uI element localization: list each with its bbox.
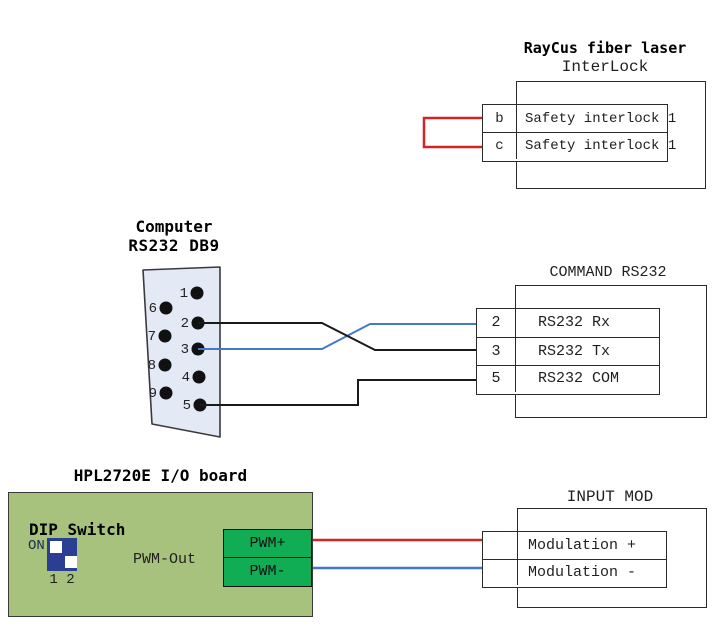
interlock-table: b Safety interlock 1 c Safety interlock …: [482, 104, 676, 162]
io-board-title: HPL2720E I/O board: [73, 466, 248, 485]
rs232-tx-label: RS232 Tx: [538, 342, 611, 360]
interlock-pin-b: b: [483, 105, 517, 133]
modulation-minus-pin: [483, 559, 518, 586]
interlock-row-b: b Safety interlock 1: [483, 105, 676, 133]
db9-pin-7: [158, 329, 172, 343]
interlock-row-c: c Safety interlock 1: [483, 132, 676, 160]
command-rs232-label: COMMAND RS232: [549, 264, 667, 281]
db9-pin-label-3: 3: [181, 342, 189, 358]
modulation-plus-row: Modulation +: [483, 532, 666, 559]
db9-connector-body: [142, 266, 221, 438]
db9-pin-label-5: 5: [183, 398, 191, 414]
rs232-tx-pin: 3: [477, 337, 516, 365]
db9-pin-6: [159, 301, 173, 315]
modulation-minus-label: Modulation -: [528, 564, 637, 582]
db9-pin-4: [192, 370, 206, 384]
pwm-plus-terminal: PWM+: [249, 535, 286, 553]
dip-on-label: ON: [28, 538, 45, 554]
rs232-rx-pin: 2: [477, 309, 516, 337]
rs232-rx-wire: [198, 323, 477, 350]
modulation-minus-row: Modulation -: [483, 558, 666, 586]
computer-port-title: RS232 DB9: [128, 236, 220, 255]
interlock-row-c-label: Safety interlock 1: [525, 138, 677, 155]
db9-pin-2: [191, 316, 205, 330]
rs232-com-row: 5 RS232 COM: [477, 364, 659, 393]
db9-pin-3: [191, 342, 205, 356]
dip-switch: [47, 538, 77, 571]
interlock-row-b-label: Safety interlock 1: [525, 110, 677, 127]
dip-toggle-1: [50, 541, 62, 553]
db9-pin-label-9: 9: [149, 386, 157, 402]
rs232-tx-row: 3 RS232 Tx: [477, 336, 659, 365]
input-mod-table: Modulation + Modulation -: [482, 531, 667, 588]
pwm-out-label: PWM-Out: [133, 551, 197, 568]
computer-title: Computer: [135, 217, 213, 236]
db9-pin-label-2: 2: [181, 316, 189, 332]
modulation-plus-pin: [483, 532, 518, 559]
interlock-jumper-wire: [422, 116, 483, 149]
dip-toggle-2: [65, 556, 77, 568]
db9-pin-label-6: 6: [149, 301, 157, 317]
pwm-minus-terminal: PWM-: [224, 557, 311, 585]
db9-pin-9: [159, 386, 173, 400]
dip-positions-label: 1 2: [49, 572, 75, 588]
rs232-com-wire: [200, 379, 477, 406]
raycus-laser-title: RayCus fiber laser: [523, 39, 687, 57]
db9-pin-5: [193, 398, 207, 412]
db9-pin-label-1: 1: [180, 286, 188, 302]
db9-pin-label-8: 8: [148, 358, 156, 374]
rs232-rx-row: 2 RS232 Rx: [477, 309, 659, 337]
db9-pin-1: [190, 286, 204, 300]
modulation-plus-label: Modulation +: [528, 536, 637, 554]
rs232-com-pin: 5: [477, 365, 516, 393]
dip-switch-label: DIP Switch: [29, 520, 126, 539]
input-mod-label: INPUT MOD: [566, 488, 654, 506]
db9-pin-8: [158, 358, 172, 372]
command-rs232-table: 2 RS232 Rx 3 RS232 Tx 5 RS232 COM: [476, 308, 660, 395]
rs232-rx-label: RS232 Rx: [538, 314, 611, 332]
pwm-terminal-block: PWM+ PWM-: [223, 529, 312, 587]
db9-pin-label-4: 4: [182, 370, 190, 386]
interlock-pin-c: c: [483, 133, 517, 160]
rs232-com-label: RS232 COM: [538, 370, 620, 388]
rs232-tx-wire: [198, 322, 477, 351]
db9-pin-label-7: 7: [148, 329, 156, 345]
interlock-subtitle: InterLock: [561, 58, 649, 76]
